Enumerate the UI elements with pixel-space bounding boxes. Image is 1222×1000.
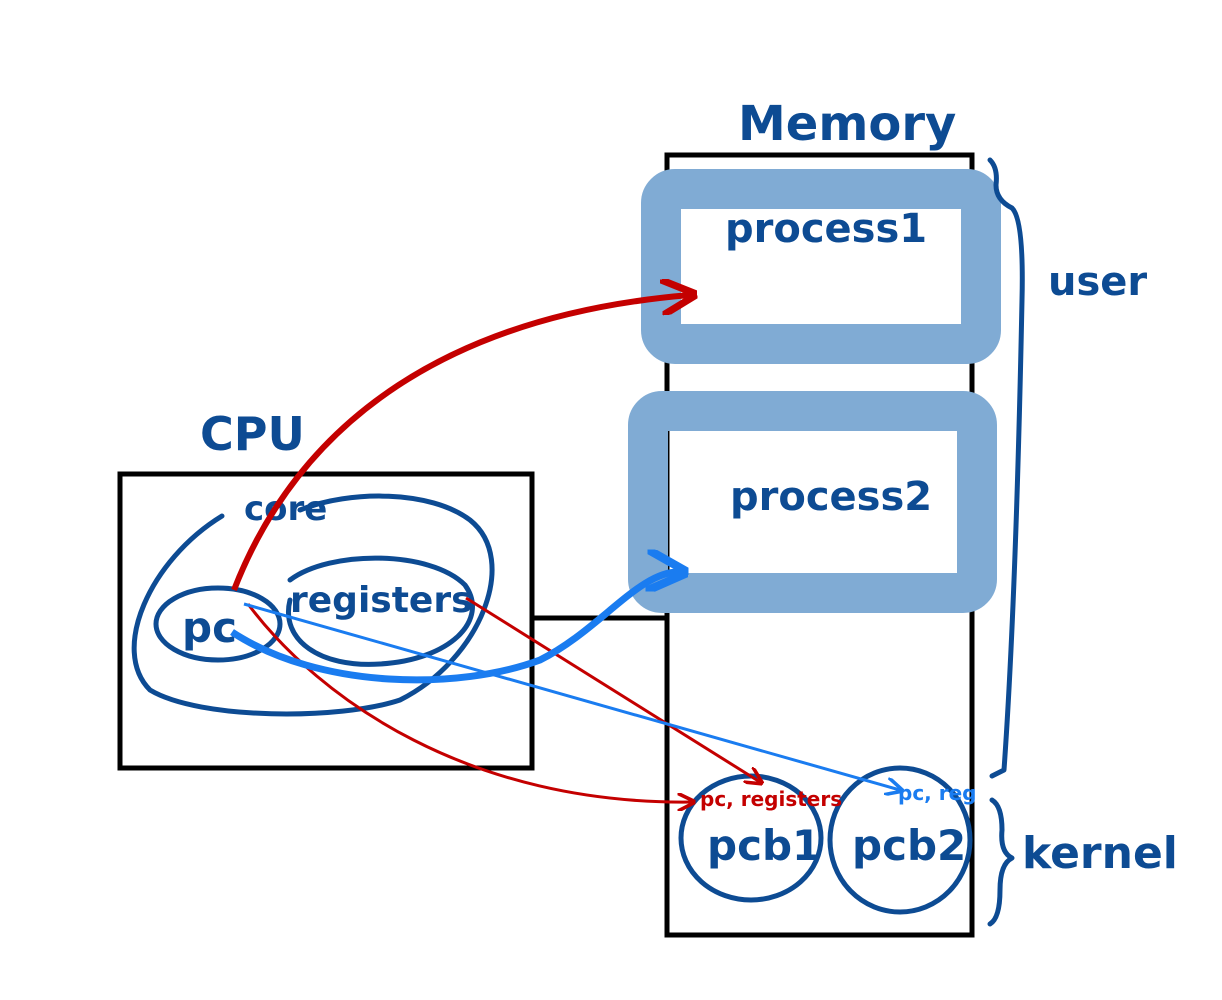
pcb2-contents-label: pc, reg	[898, 781, 976, 805]
cpu-label: CPU	[200, 407, 305, 461]
registers-ellipse	[286, 555, 475, 667]
memory-block: Memory process1 process2 pcb1 pcb2 pc, r…	[628, 96, 1001, 938]
user-label: user	[1048, 259, 1147, 305]
registers-label: registers	[290, 580, 473, 621]
process1-region	[641, 169, 1001, 364]
pc-to-process2-arrow	[230, 572, 680, 684]
address-space-braces: user kernel	[987, 157, 1178, 927]
pcb1-contents-label: pc, registers	[700, 787, 842, 811]
kernel-brace	[987, 797, 1015, 927]
core-loop	[131, 493, 495, 717]
pcb2-label: pcb2	[852, 821, 966, 870]
pc-label: pc	[182, 603, 237, 652]
process2-region	[628, 391, 997, 613]
pc-ellipse	[153, 585, 283, 663]
process2-label: process2	[730, 474, 932, 520]
kernel-label: kernel	[1022, 828, 1178, 879]
context-switch-arrows	[230, 295, 900, 802]
pcb2-ellipse	[827, 765, 973, 915]
cpu-box	[117, 471, 535, 771]
cpu-block: CPU core pc registers	[117, 407, 535, 771]
user-brace	[987, 157, 1025, 779]
registers-to-pcb1-arrow	[465, 596, 760, 782]
pcb1-label: pcb1	[707, 821, 821, 870]
pc-to-pcb2-arrow	[243, 602, 900, 790]
pc-to-process1-arrow	[231, 295, 690, 592]
pc-to-pcb1-arrow	[246, 603, 692, 802]
memory-label: Memory	[738, 96, 956, 152]
process1-label: process1	[725, 206, 927, 252]
